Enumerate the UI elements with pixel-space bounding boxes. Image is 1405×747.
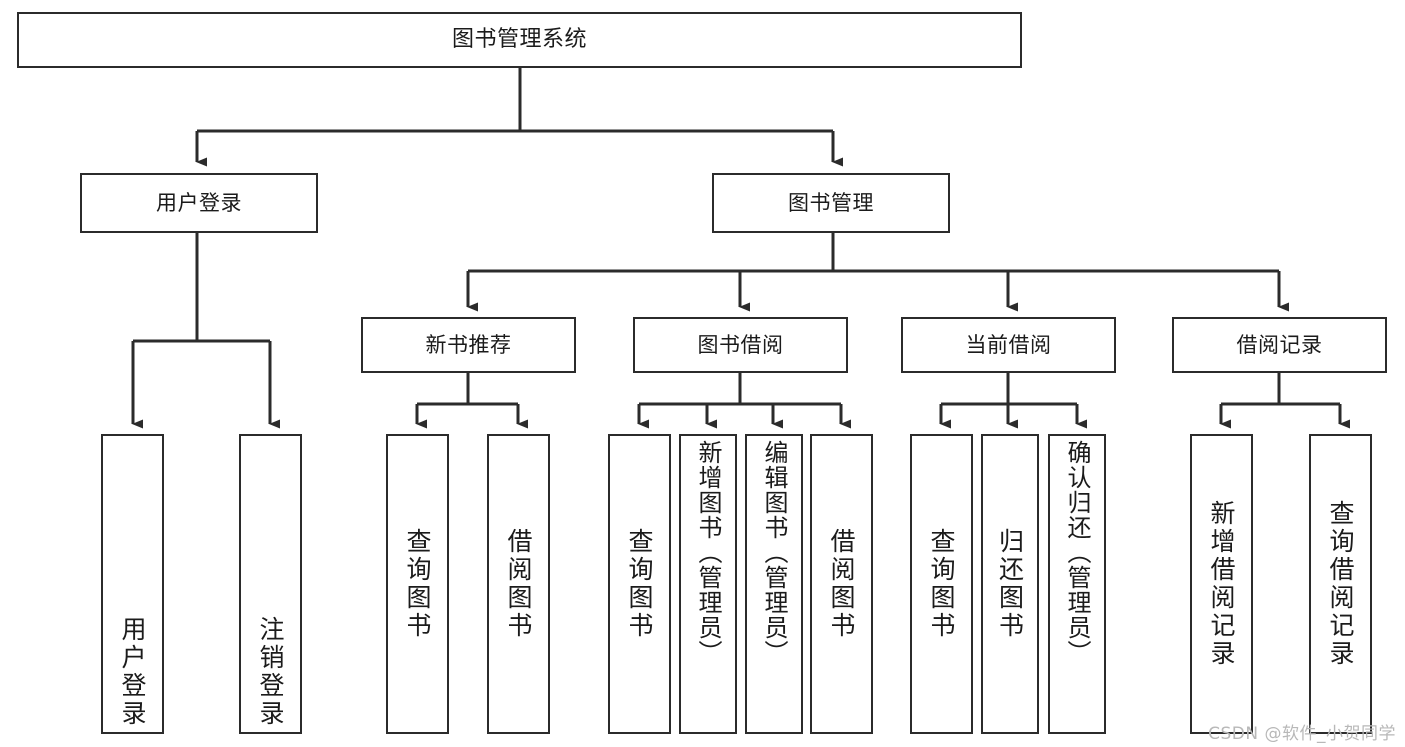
node-user-login[interactable]: 用户登录 (80, 173, 318, 233)
node-label: 借阅图书 (827, 528, 856, 640)
node-leaf-add-borrow-record[interactable]: 新增借阅记录 (1190, 434, 1253, 734)
node-leaf-query-borrow-record[interactable]: 查询借阅记录 (1309, 434, 1372, 734)
node-label: 图书管理 (788, 190, 874, 215)
node-label: 查询图书 (403, 528, 432, 640)
node-label: 借阅图书 (504, 528, 533, 640)
node-leaf-borrow-books-new[interactable]: 借阅图书 (487, 434, 550, 734)
node-book-management[interactable]: 图书管理 (712, 173, 950, 233)
node-label: 确认归还（管理员） (1063, 440, 1091, 665)
node-label: 用户登录 (156, 190, 242, 215)
node-label: 用户登录 (118, 616, 147, 728)
node-label: 新增图书（管理员） (694, 440, 722, 665)
node-label: 图书管理系统 (451, 27, 587, 53)
node-leaf-return-books[interactable]: 归还图书 (981, 434, 1039, 734)
node-leaf-user-login[interactable]: 用户登录 (101, 434, 164, 734)
node-label: 查询图书 (927, 528, 956, 640)
node-label: 新增借阅记录 (1207, 500, 1236, 668)
node-leaf-query-books-borrow[interactable]: 查询图书 (608, 434, 671, 734)
node-label: 编辑图书（管理员） (760, 440, 788, 665)
node-label: 查询借阅记录 (1326, 500, 1355, 668)
node-new-book-recommendation[interactable]: 新书推荐 (361, 317, 576, 373)
node-leaf-query-books-current[interactable]: 查询图书 (910, 434, 973, 734)
node-label: 注销登录 (256, 616, 285, 728)
node-leaf-edit-book-admin[interactable]: 编辑图书（管理员） (745, 434, 803, 734)
node-book-borrowing[interactable]: 图书借阅 (633, 317, 848, 373)
node-leaf-query-books-new[interactable]: 查询图书 (386, 434, 449, 734)
node-label: 查询图书 (625, 528, 654, 640)
node-current-borrowing[interactable]: 当前借阅 (901, 317, 1116, 373)
node-label: 新书推荐 (425, 332, 512, 357)
node-label: 图书借阅 (697, 332, 784, 357)
node-root-book-management-system[interactable]: 图书管理系统 (17, 12, 1022, 68)
node-leaf-confirm-return-admin[interactable]: 确认归还（管理员） (1048, 434, 1106, 734)
node-leaf-logout[interactable]: 注销登录 (239, 434, 302, 734)
node-label: 当前借阅 (965, 332, 1052, 357)
node-borrowing-records[interactable]: 借阅记录 (1172, 317, 1387, 373)
node-label: 借阅记录 (1236, 332, 1323, 357)
csdn-watermark: CSDN @软件_小贺同学 (1208, 724, 1396, 744)
node-leaf-borrow-books[interactable]: 借阅图书 (810, 434, 873, 734)
node-label: 归还图书 (995, 528, 1025, 640)
node-leaf-add-book-admin[interactable]: 新增图书（管理员） (679, 434, 737, 734)
